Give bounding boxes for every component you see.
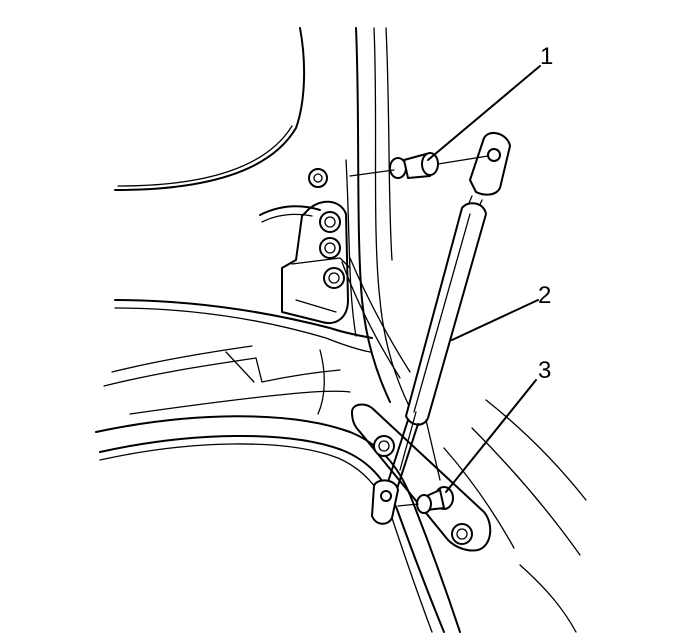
callout-label: 1 (540, 43, 553, 70)
bolt-icon (451, 523, 473, 545)
bolt-icon (373, 435, 395, 457)
bolt-icon (319, 237, 341, 259)
callout-1: 1 (427, 43, 553, 161)
pillar-edge (345, 27, 413, 413)
callout-2: 2 (451, 282, 551, 341)
lower-bracket (351, 403, 492, 552)
upper-ball-stud (349, 152, 489, 179)
callout-label: 3 (538, 357, 551, 384)
hinge-bracket (281, 200, 411, 379)
lower-ball-stud (397, 486, 454, 514)
gas-strut (371, 131, 511, 525)
guide-lines (399, 411, 441, 481)
body-panel (114, 27, 306, 191)
callout-3: 3 (445, 357, 551, 493)
bolt-icon (308, 168, 328, 188)
bolt-icon (319, 211, 341, 233)
bolt-icon (323, 267, 345, 289)
callout-label: 2 (538, 282, 551, 309)
liftgate-opening (95, 399, 587, 633)
inner-panel (103, 205, 373, 415)
